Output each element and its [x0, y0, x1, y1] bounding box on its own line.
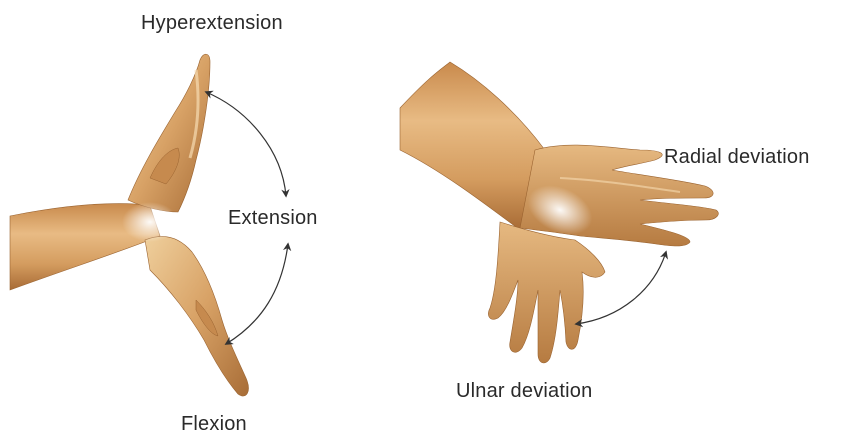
- hyperextended-hand: [128, 54, 210, 212]
- extension-arc-lower: [226, 244, 288, 344]
- right-forearm: [400, 62, 545, 230]
- extension-label: Extension: [228, 207, 318, 230]
- left-wrist-highlight: [122, 202, 178, 242]
- flexed-hand: [145, 236, 248, 396]
- ulnar-deviation-label: Ulnar deviation: [456, 380, 592, 403]
- flexion-label: Flexion: [181, 413, 247, 436]
- hyperextension-label: Hyperextension: [141, 12, 283, 35]
- extension-arc-upper: [206, 92, 286, 196]
- ulnar-deviated-hand: [488, 222, 605, 363]
- radial-deviation-label: Radial deviation: [664, 146, 810, 169]
